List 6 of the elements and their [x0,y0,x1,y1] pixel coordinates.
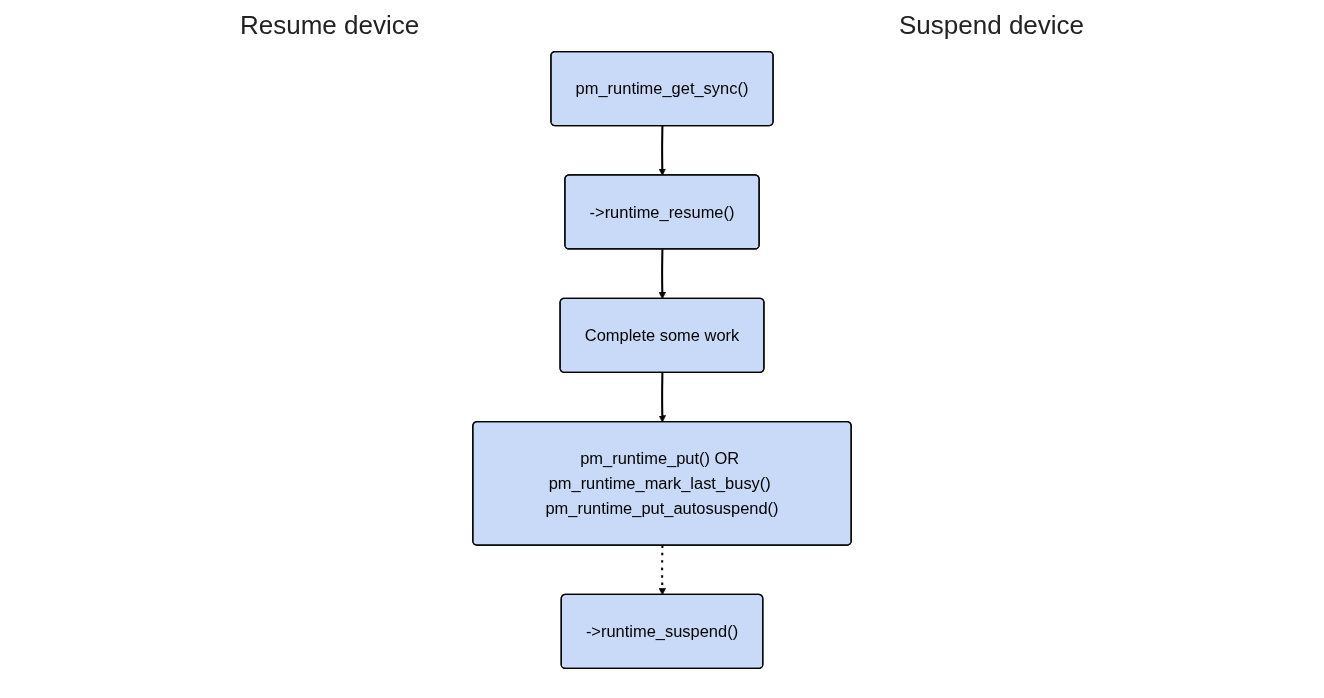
column-heading: Suspend device [899,10,1085,41]
arrow [658,126,666,176]
arrow [658,249,666,300]
arrow [658,545,666,596]
column-heading: Resume device [239,10,420,41]
arrow [658,372,666,423]
